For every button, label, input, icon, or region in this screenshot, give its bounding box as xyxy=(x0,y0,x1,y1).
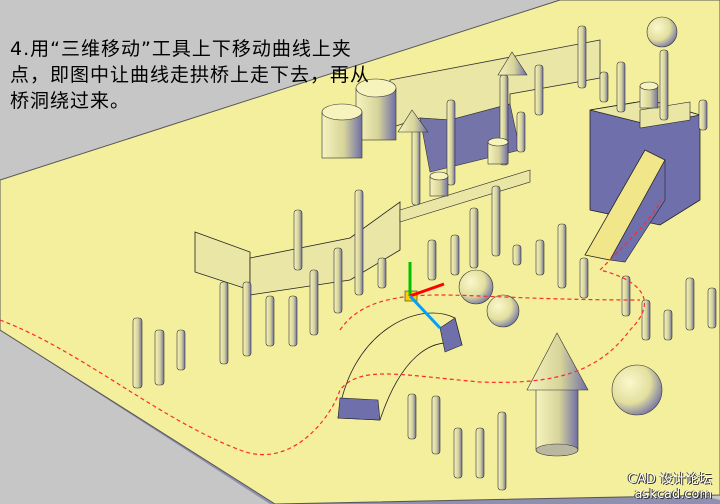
watermark-line1: CAD 设计论坛 xyxy=(627,472,712,487)
move-gizmo[interactable] xyxy=(404,262,445,330)
watermark-line2: askcad.com xyxy=(634,487,712,502)
big-cylinder[interactable] xyxy=(355,78,397,141)
cone-back[interactable] xyxy=(497,51,528,76)
cone-wall[interactable] xyxy=(397,109,429,133)
sphere-front[interactable] xyxy=(611,364,663,416)
gizmo-x-axis[interactable] xyxy=(409,282,445,298)
path-curve[interactable] xyxy=(0,199,661,456)
arch-bridge-end xyxy=(439,317,463,353)
watermark: CAD 设计论坛 askcad.com xyxy=(628,472,712,502)
short-cylinder[interactable] xyxy=(321,103,363,159)
step-number: 4. xyxy=(10,38,31,60)
ramp-side xyxy=(609,159,666,263)
sphere-small[interactable] xyxy=(458,269,494,305)
arch-bridge-side xyxy=(337,397,381,421)
mid-ledge xyxy=(399,169,531,223)
small-cylinder[interactable] xyxy=(429,81,659,197)
gizmo-z-axis[interactable] xyxy=(408,294,442,330)
sphere-mid[interactable] xyxy=(486,294,520,328)
cone-front[interactable] xyxy=(526,332,589,391)
instruction-body: 用“三维移动”工具上下移动曲线上夹点，即图中让曲线走拱桥上走下去，再从桥洞绕过来… xyxy=(10,38,371,112)
instruction-text: 4.用“三维移动”工具上下移动曲线上夹点，即图中让曲线走拱桥上走下去，再从桥洞绕… xyxy=(10,36,370,114)
sphere-top[interactable] xyxy=(646,16,678,48)
path-curve-upper xyxy=(339,294,641,331)
